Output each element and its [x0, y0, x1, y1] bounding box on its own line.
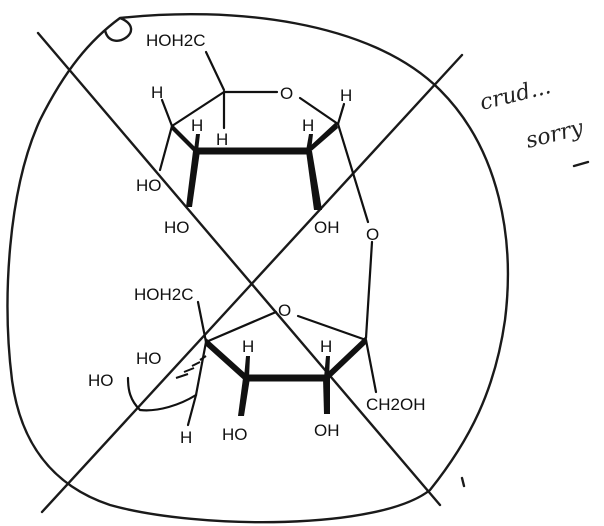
label-ho-bottom-left-top: HO	[164, 218, 190, 237]
handwritten-note-line2: sorry	[523, 115, 586, 153]
label-h-top-c2: H	[302, 116, 314, 135]
hand-drawn-circle	[6, 12, 510, 524]
label-h-top-c3: H	[216, 130, 228, 149]
label-h-top-left: H	[151, 83, 163, 102]
cross-line-1	[36, 31, 442, 507]
label-h-bottom-c4: H	[242, 337, 254, 356]
label-h-bottom-left: H	[180, 428, 192, 447]
glucose-ring	[158, 50, 370, 224]
label-o-ring-bottom: O	[278, 301, 291, 320]
label-o-glycosidic: O	[366, 225, 379, 244]
label-h-top-right: H	[340, 86, 352, 105]
stray-mark	[460, 476, 466, 488]
label-h-bottom-c3: H	[320, 337, 332, 356]
label-ho-left-bottom: HO	[88, 371, 114, 390]
label-hoh2c-bottom: HOH2C	[134, 285, 194, 304]
handwritten-dash	[572, 160, 590, 168]
label-ho-bottom: HO	[222, 425, 248, 444]
fructose-ring	[126, 240, 378, 427]
label-ho-left-top: HO	[136, 176, 162, 195]
cross-line-2	[40, 53, 464, 514]
label-o-ring-top: O	[280, 84, 293, 103]
label-ch2oh: CH2OH	[366, 395, 426, 414]
label-hoh2c-top: HOH2C	[146, 31, 206, 50]
handwritten-note-line1: crud...	[477, 74, 553, 116]
label-oh-top: OH	[314, 218, 340, 237]
label-h-top-c4: H	[191, 116, 203, 135]
label-ho-hash: HO	[136, 349, 162, 368]
label-oh-bottom: OH	[314, 421, 340, 440]
